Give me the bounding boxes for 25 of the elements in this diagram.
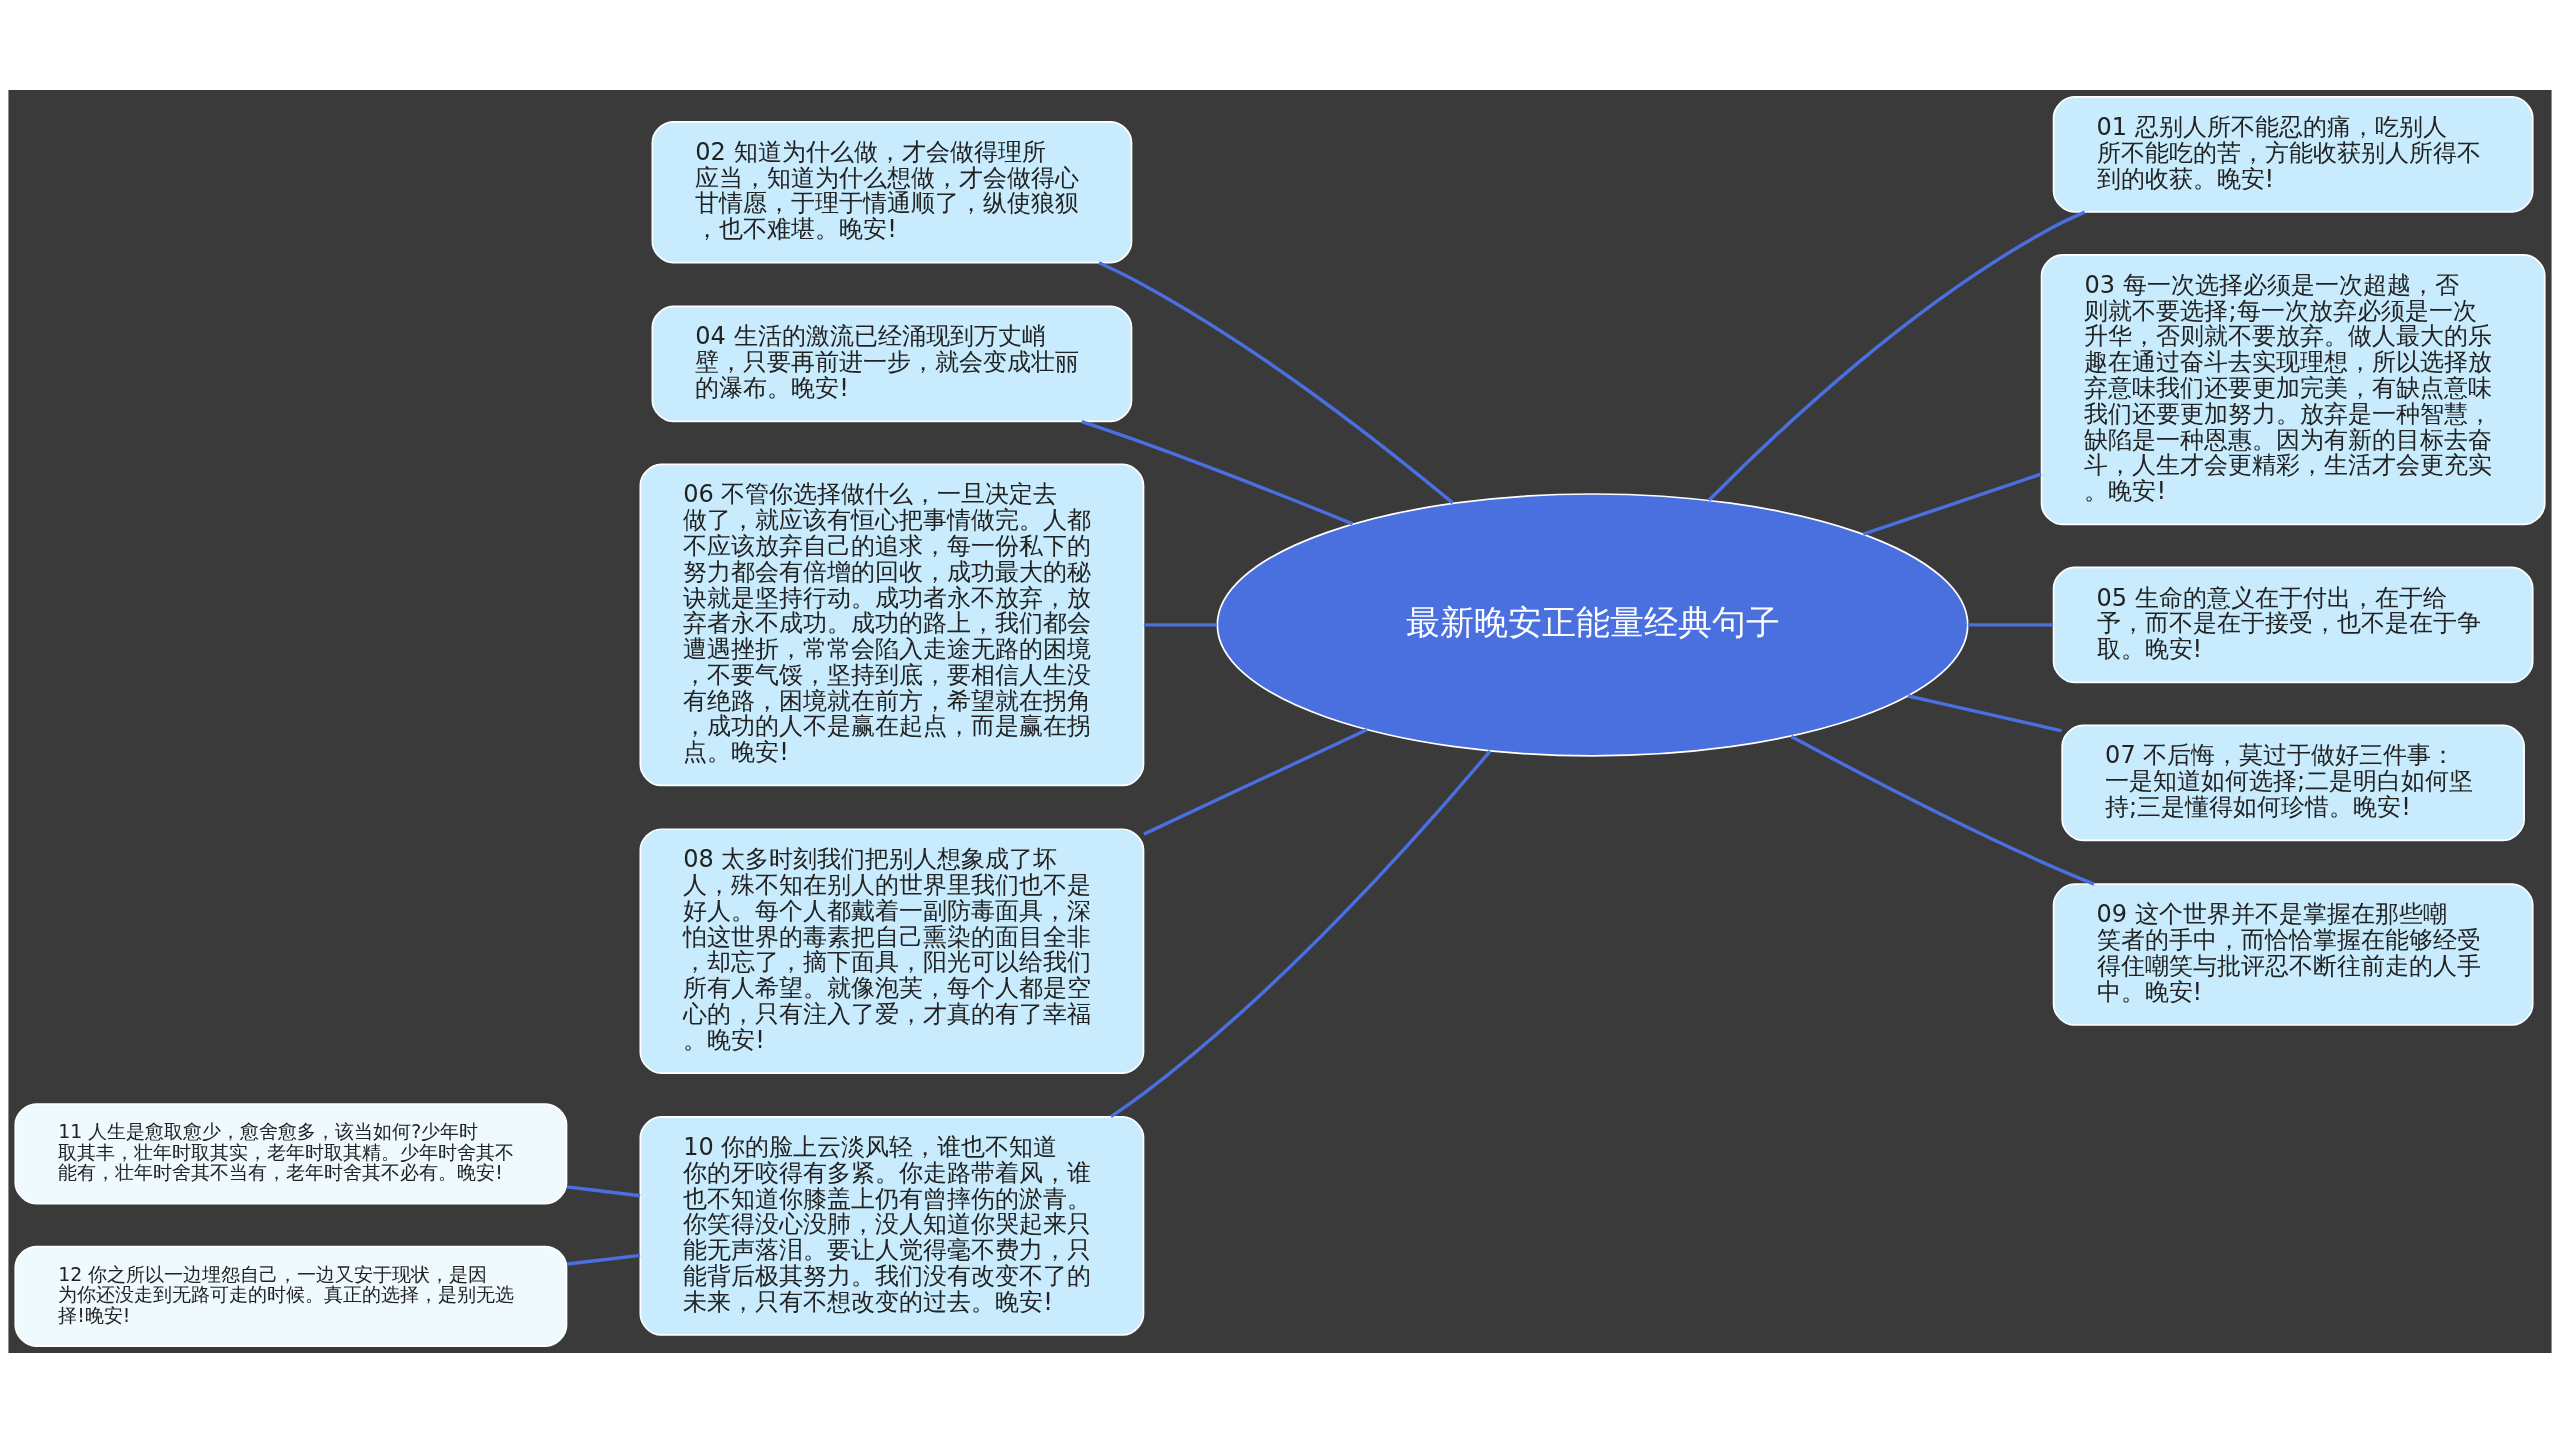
node-box: 12 你之所以一边埋怨自己，一边又安于现状，是因为你还没走到无路可走的时候。真正的选择，是别无选择!晚安! bbox=[14, 1245, 568, 1347]
node-box: 07 不后悔，莫过于做好三件事：一是知道如何选择;二是明白如何坚持;三是懂得如何珍惜。晚安! bbox=[2061, 724, 2525, 841]
node-box: 11 人生是愈取愈少，愈舍愈多，该当如何?少年时取其丰，壮年时取其实，老年时取其精。少年时舍其不能有，壮年时舍其不当有，老年时舍其不必有。晚安! bbox=[14, 1102, 568, 1204]
connector bbox=[1110, 749, 1492, 1118]
connector bbox=[566, 1253, 641, 1266]
connector bbox=[1790, 734, 2095, 886]
node-ellipse: 最新晚安正能量经典句子 bbox=[1216, 492, 1969, 757]
connector bbox=[1707, 210, 2086, 501]
node-box: 03 每一次选择必须是一次超越，否则就不要选择;每一次放弃必须是一次升华，否则就不要放弃。做人最大的乐趣在通过奋斗去实现理想，所以选择放弃意味我们还要更加完美，有缺点意味我们还要更加努力。放弃是一种智慧，缺陷是一种恩惠。因为有新的目标去奋斗，人生才会更精彩，生活才会更充实。晚安! bbox=[2040, 253, 2546, 525]
node-box: 04 生活的激流已经涌现到万丈峭壁，只要再前进一步，就会变成壮丽的瀑布。晚安! bbox=[651, 305, 1133, 422]
connector bbox=[566, 1184, 641, 1197]
node-box: 01 忍别人所不能忍的痛，吃别人所不能吃的苦，方能收获别人所得不到的收获。晚安! bbox=[2052, 95, 2534, 213]
node-box: 06 不管你选择做什么，一旦决定去做了，就应该有恒心把事情做完。人都不应该放弃自己的追求，每一份私下的努力都会有倍增的回收，成功最大的秘诀就是坚持行动。成功者永不放弃，放弃者永不成功。成功的路上，我们都会遭遇挫折，常常会陷入走途无路的困境，不要气馁，坚持到底，要相信人生没有绝路，困境就在前方，希望就在拐角，成功的人不是赢在起点，而是赢在拐点。晚安! bbox=[639, 463, 1145, 786]
connector bbox=[1098, 260, 1454, 504]
node-box: 08 太多时刻我们把别人想象成了坏人，殊不知在别人的世界里我们也不是好人。每个人都戴着一副防毒面具，深怕这世界的毒素把自己熏染的面目全非，却忘了，摘下面具，阳光可以给我们所有人希望。就像泡芙，每个人都是空心的，只有注入了爱，才真的有了幸福。晚安! bbox=[639, 827, 1145, 1074]
connector bbox=[1967, 622, 2054, 627]
connector bbox=[1143, 727, 1368, 836]
node-box: 02 知道为什么做，才会做得理所应当，知道为什么想做，才会做得心甘情愿，于理于情通顺了，纵使狼狈，也不难堪。晚安! bbox=[651, 120, 1133, 263]
connector bbox=[1862, 472, 2042, 536]
connector bbox=[1907, 693, 2063, 732]
node-box: 10 你的脸上云淡风轻，谁也不知道你的牙咬得有多紧。你走路带着风，谁也不知道你膝盖上仍有曾摔伤的淤青。你笑得没心没肺，没人知道你哭起来只能无声落泪。要让人觉得毫不费力，只能背后极其努力。我们没有改变不了的未来，只有不想改变的过去。晚安! bbox=[639, 1115, 1145, 1336]
connector bbox=[1143, 622, 1217, 627]
node-box: 09 这个世界并不是掌握在那些嘲笑者的手中，而恰恰掌握在能够经受得住嘲笑与批评忍不断往前走的人手中。晚安! bbox=[2052, 882, 2534, 1026]
connector bbox=[1081, 419, 1354, 525]
node-box: 05 生命的意义在于付出，在于给予，而不是在于接受，也不是在于争取。晚安! bbox=[2052, 566, 2534, 683]
